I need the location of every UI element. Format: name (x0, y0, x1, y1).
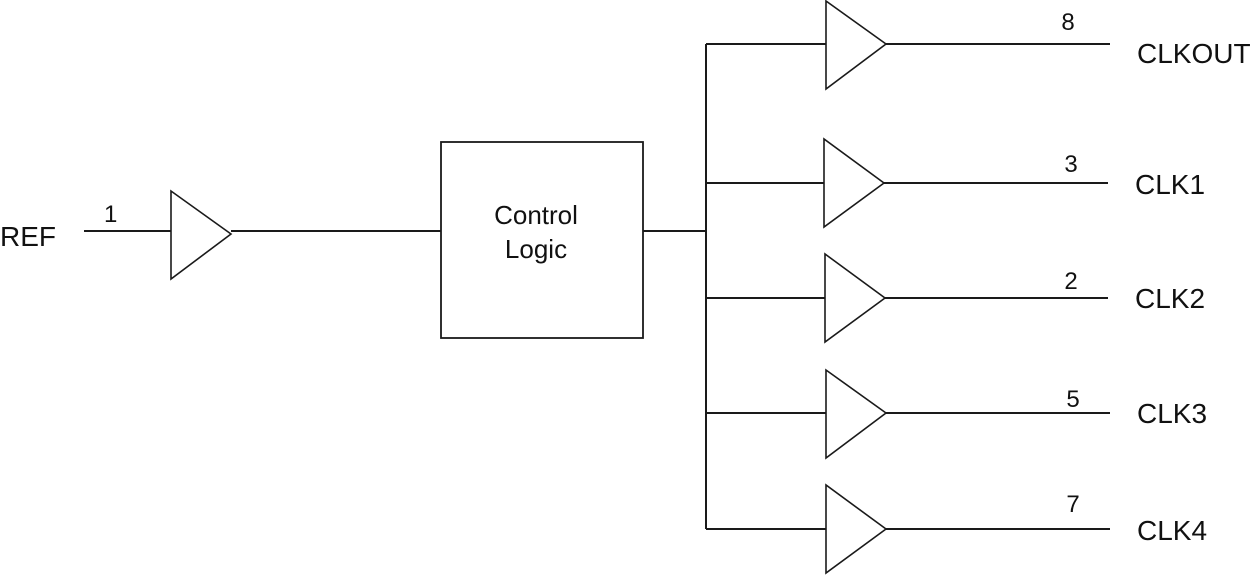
clk2-pin-number: 2 (1064, 268, 1077, 295)
input-section: REF 1 (0, 189, 441, 281)
clk3-pin-number: 5 (1066, 386, 1079, 413)
control-logic-label-line1: Control (494, 200, 578, 230)
output-channel-clkout: 8 CLKOUT (706, 0, 1251, 91)
control-logic-label-line2: Logic (505, 234, 567, 264)
clkout-pin-number: 8 (1061, 9, 1074, 36)
clkout-buffer (825, 0, 888, 91)
ref-signal-label: REF (0, 221, 56, 252)
clk1-buffer (823, 137, 886, 229)
control-logic-block: Control Logic (440, 141, 706, 339)
ref-pin-number: 1 (104, 201, 117, 228)
clk1-signal-label: CLK1 (1135, 169, 1205, 200)
clk2-signal-label: CLK2 (1135, 283, 1205, 314)
clk4-pin-number: 7 (1066, 491, 1079, 518)
output-channel-clk3: 5 CLK3 (706, 368, 1207, 460)
clk2-buffer (824, 252, 887, 344)
output-channel-clk2: 2 CLK2 (706, 252, 1205, 344)
clk1-pin-number: 3 (1064, 151, 1077, 178)
clk3-signal-label: CLK3 (1137, 398, 1207, 429)
output-channel-clk4: 7 CLK4 (706, 483, 1207, 575)
clk4-buffer (825, 483, 888, 575)
clk4-signal-label: CLK4 (1137, 515, 1207, 546)
input-buffer (170, 189, 233, 281)
clkout-signal-label: CLKOUT (1137, 38, 1251, 69)
output-channel-clk1: 3 CLK1 (706, 137, 1205, 229)
clk3-buffer (825, 368, 888, 460)
control-logic-box (440, 141, 644, 339)
